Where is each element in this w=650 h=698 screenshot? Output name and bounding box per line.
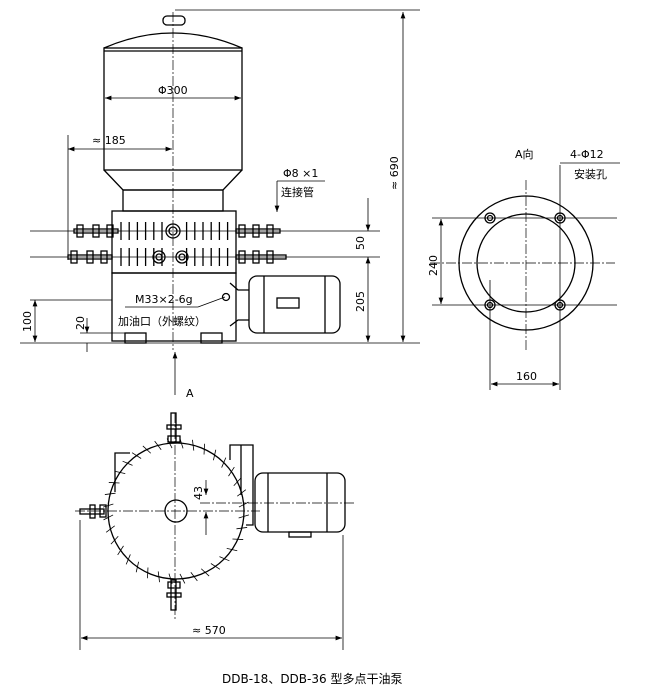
holes-label: 安装孔: [574, 167, 607, 181]
a-view-title: A向: [515, 147, 534, 161]
dim-240: 240: [427, 255, 440, 276]
dim-205: 205: [354, 291, 367, 312]
outlet-tick: [192, 439, 195, 451]
thread-label: 加油口（外螺纹）: [118, 314, 206, 328]
tank-dome: [103, 32, 243, 49]
outlet-tick: [238, 501, 249, 508]
outlet-tick: [200, 568, 210, 577]
outlet-tick: [108, 482, 120, 484]
outlet-tick: [213, 449, 217, 461]
outlet-tick: [210, 563, 221, 570]
outlet-tick: [179, 573, 186, 584]
dim-100: 100: [21, 311, 34, 332]
outlet-tick: [125, 554, 131, 565]
thread-spec: M33×2-6g: [135, 293, 193, 306]
outlet-tick: [228, 466, 235, 477]
outlet-tick: [203, 443, 205, 455]
dim-20: 20: [74, 316, 87, 330]
outlet-tick: [142, 445, 152, 454]
outlet-tick: [117, 545, 124, 556]
outlet-tick: [221, 457, 227, 468]
outlet-tick: [147, 567, 149, 579]
motor: [248, 275, 341, 334]
outlet-tick: [233, 477, 242, 487]
outlet-tick: [190, 572, 198, 582]
pump-block: [111, 210, 237, 274]
outer-flange: [458, 195, 594, 331]
cap-knob: [162, 15, 186, 26]
pump-base: [111, 272, 237, 342]
pipe-label: 连接管: [281, 185, 314, 199]
outlet-tick: [104, 492, 116, 495]
outlet-tick: [157, 571, 160, 583]
outlet-tick: [131, 452, 142, 459]
dim-160: 160: [516, 370, 537, 383]
outlet-tick: [135, 561, 139, 573]
front-view: Φ300 ≈ 185 ≈ 690 50 205 100 20 Φ8 ×1 连接管…: [20, 9, 420, 400]
reservoir-tank: [103, 47, 243, 171]
pipe-spec: Φ8 ×1: [283, 167, 318, 180]
outlet-tick: [238, 514, 250, 519]
outlet-tick: [226, 548, 238, 552]
view-arrow-label: A: [186, 387, 194, 400]
outlet-tick: [154, 440, 162, 450]
dim-185: ≈ 185: [92, 134, 126, 147]
dim-570: ≈ 570: [192, 624, 226, 637]
outlet-tick: [232, 538, 244, 540]
holes-spec: 4-Φ12: [570, 148, 604, 161]
outlet-tick: [122, 460, 133, 466]
outlet-tick: [219, 556, 230, 562]
dim-690: ≈ 690: [388, 156, 401, 190]
dim-diameter-300: Φ300: [158, 84, 188, 97]
outlet-tick: [114, 470, 126, 474]
a-direction-view: 240 160 A向 4-Φ12 安装孔: [427, 147, 620, 390]
dim-50: 50: [354, 236, 367, 250]
drawing-caption: DDB-18、DDB-36 型多点干油泵: [222, 672, 402, 686]
outlet-tick: [105, 525, 115, 533]
dim-43: 43: [192, 486, 205, 500]
outlet-tick: [110, 535, 119, 545]
outlet-tick: [102, 503, 114, 508]
oil-fill-port: [221, 292, 231, 302]
outlet-tick: [103, 514, 114, 521]
outlet-tick: [237, 489, 247, 497]
top-view: 43 ≈ 570: [75, 412, 355, 650]
outlet-tick: [236, 527, 248, 530]
